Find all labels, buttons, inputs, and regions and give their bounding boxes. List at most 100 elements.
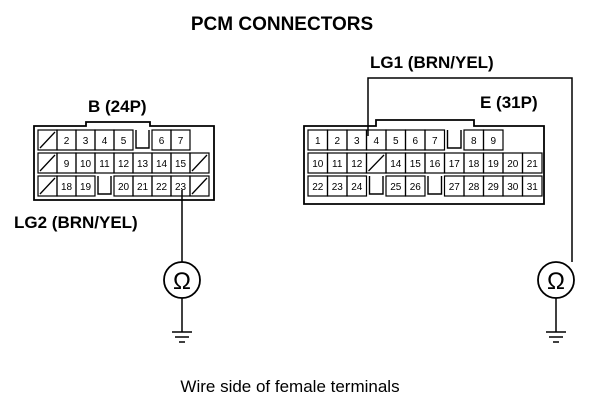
terminal-number: 18	[468, 159, 480, 170]
terminal-cell: 25	[385, 175, 407, 197]
terminal-cell: 17	[443, 152, 465, 174]
lock-notch	[135, 130, 150, 149]
terminal-cell: 22	[151, 175, 172, 197]
terminal-number: 7	[432, 136, 438, 147]
terminal-number: 4	[373, 136, 379, 147]
terminal-cell: 5	[113, 129, 134, 151]
terminal-number: 16	[429, 159, 441, 170]
terminal-number: 18	[61, 182, 73, 193]
terminal-number: 6	[412, 136, 418, 147]
terminal-cell: 5	[385, 129, 407, 151]
terminal-cell: 21	[132, 175, 153, 197]
terminal-cell	[368, 176, 384, 195]
ground-icon-e	[546, 298, 566, 343]
lock-notch	[368, 176, 384, 195]
terminal-number: 14	[390, 159, 402, 170]
terminal-cell: 11	[326, 152, 348, 174]
terminal-number: 7	[178, 136, 184, 147]
terminal-cell	[189, 175, 210, 197]
connector-b-wire-label: LG2 (BRN/YEL)	[14, 213, 138, 232]
terminal-cell: 31	[521, 175, 543, 197]
terminal-number: 14	[156, 159, 168, 170]
terminal-cell: 30	[502, 175, 524, 197]
terminal-cell: 28	[463, 175, 485, 197]
terminal-cell: 29	[482, 175, 504, 197]
terminal-number: 3	[83, 136, 89, 147]
terminal-cell: 10	[307, 152, 329, 174]
terminal-box	[75, 175, 96, 197]
terminal-cell: 11	[94, 152, 115, 174]
diagram-title: PCM CONNECTORS	[191, 14, 373, 35]
terminal-cell: 6	[404, 129, 426, 151]
connector-b-label: B (24P)	[88, 97, 147, 116]
terminal-cell: 6	[151, 129, 172, 151]
terminal-number: 31	[527, 182, 539, 193]
terminal-cell: 2	[326, 129, 348, 151]
unused-terminal-slash	[39, 131, 56, 149]
terminal-number: 10	[312, 159, 324, 170]
connector-b-housing	[33, 121, 215, 201]
connector-e-housing	[303, 119, 545, 205]
terminal-number: 29	[488, 182, 500, 193]
terminal-number: 28	[468, 182, 480, 193]
terminal-cell: 21	[521, 152, 543, 174]
terminal-number: 17	[449, 159, 461, 170]
terminal-number: 21	[137, 182, 149, 193]
terminal-cell: 24	[346, 175, 368, 197]
terminal-cell: 12	[346, 152, 368, 174]
terminal-cell: 1	[307, 129, 329, 151]
terminal-cell	[446, 130, 462, 149]
terminal-number: 24	[351, 182, 363, 193]
terminal-box	[521, 175, 543, 197]
terminal-cell: 3	[346, 129, 368, 151]
terminal-number: 6	[159, 136, 165, 147]
terminal-box	[189, 152, 210, 174]
connector-e-lead-wire	[367, 77, 573, 262]
terminal-number: 4	[102, 136, 108, 147]
terminal-cell: 18	[56, 175, 77, 197]
terminal-cell: 19	[75, 175, 96, 197]
terminal-cell: 9	[56, 152, 77, 174]
unused-terminal-slash	[39, 154, 56, 172]
connector-e-label: E (31P)	[480, 93, 538, 112]
terminal-cell: 20	[113, 175, 134, 197]
terminal-number: 8	[471, 136, 477, 147]
terminal-number: 5	[393, 136, 399, 147]
unused-terminal-slash	[191, 177, 208, 195]
terminal-cell: 9	[482, 129, 504, 151]
terminal-number: 11	[332, 159, 343, 170]
terminal-number: 26	[410, 182, 422, 193]
ground-icon-b	[172, 298, 192, 343]
terminal-number: 15	[410, 159, 422, 170]
terminal-number: 15	[175, 159, 187, 170]
terminal-cell: 20	[502, 152, 524, 174]
terminal-cell	[189, 152, 210, 174]
terminal-cell: 7	[170, 129, 191, 151]
terminal-number: 21	[527, 159, 539, 170]
ohm-symbol-b: Ω	[173, 268, 191, 295]
terminal-cell: 4	[365, 129, 387, 151]
terminal-cell: 22	[307, 175, 329, 197]
terminal-box	[189, 175, 210, 197]
lock-notch	[427, 176, 443, 195]
terminal-cell: 3	[75, 129, 96, 151]
terminal-box	[404, 175, 426, 197]
terminal-cell: 13	[132, 152, 153, 174]
terminal-cell	[37, 129, 58, 151]
unused-terminal-slash	[39, 177, 56, 195]
terminal-cell: 14	[385, 152, 407, 174]
terminal-number: 22	[312, 182, 324, 193]
terminal-cell: 8	[463, 129, 485, 151]
terminal-cell	[365, 152, 387, 174]
terminal-cell	[97, 176, 112, 195]
terminal-number: 25	[390, 182, 402, 193]
terminal-cell: 23	[326, 175, 348, 197]
terminal-number: 11	[99, 159, 110, 170]
lock-notch	[446, 130, 462, 149]
terminal-number: 19	[80, 182, 92, 193]
terminal-cell: 19	[482, 152, 504, 174]
terminal-cell: 2	[56, 129, 77, 151]
